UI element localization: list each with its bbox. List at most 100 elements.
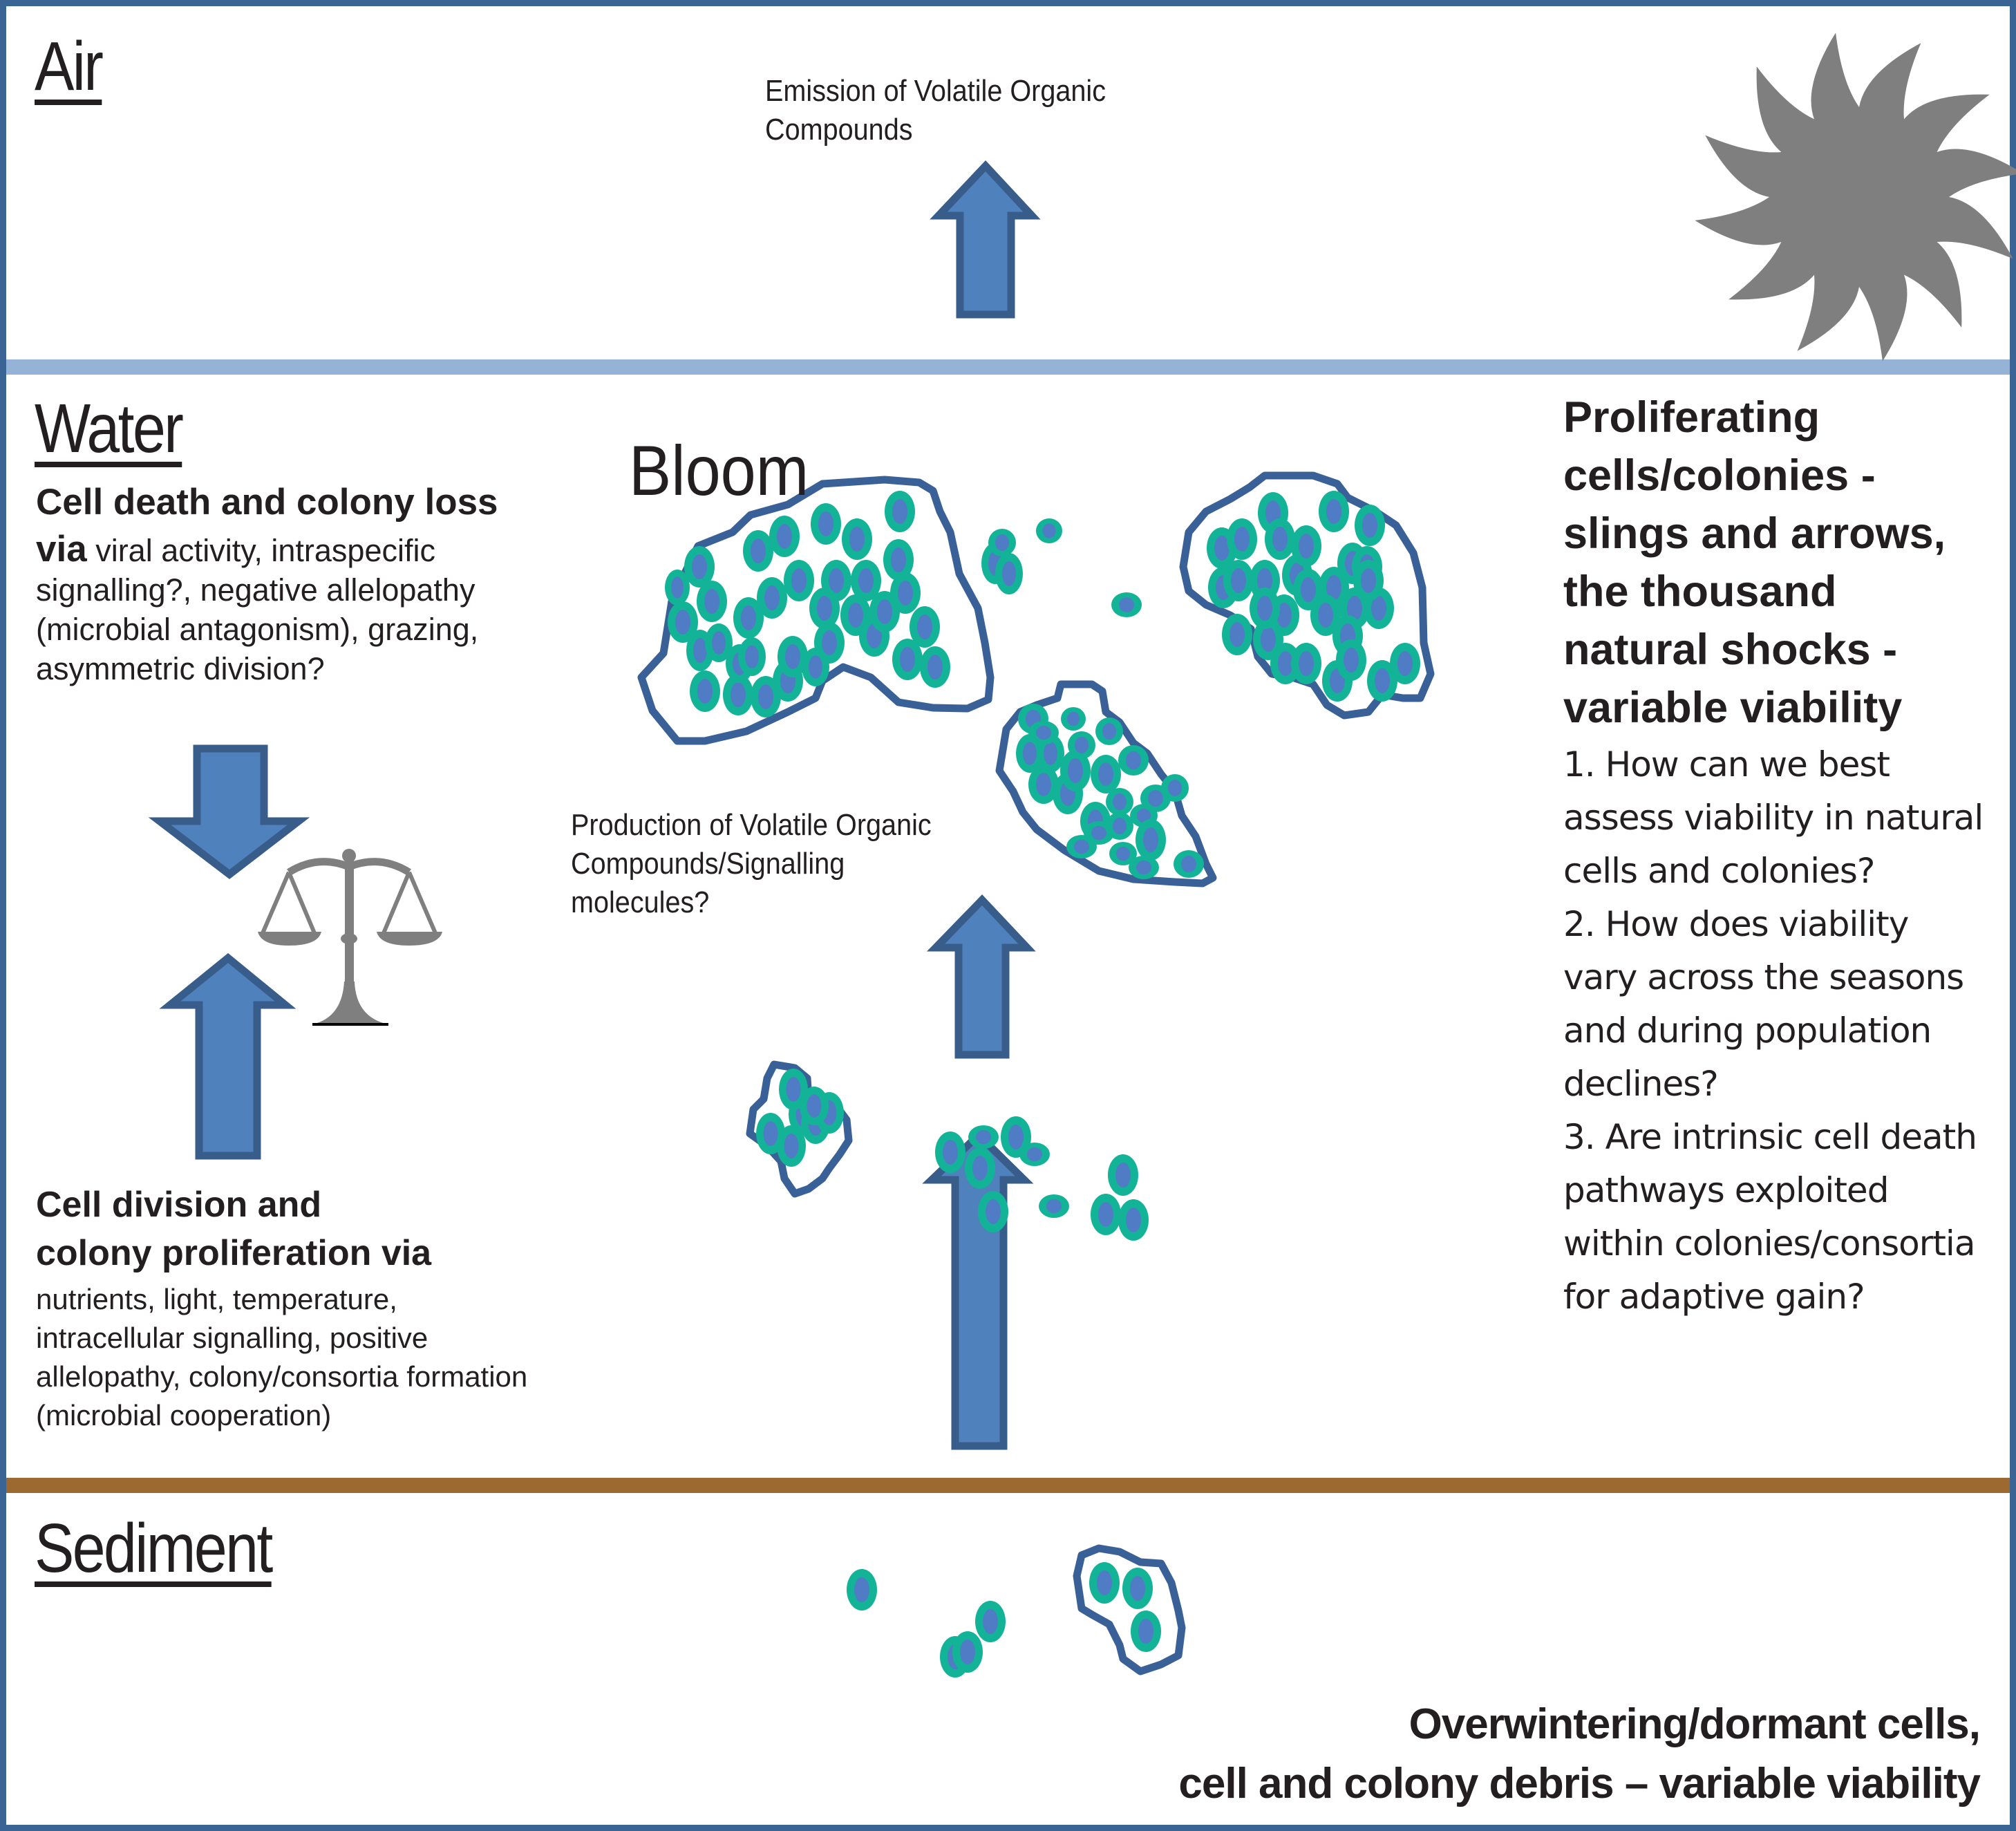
cell bbox=[965, 1147, 995, 1189]
research-question: 3. Are intrinsic cell death pathways exp… bbox=[1563, 1117, 1977, 1317]
cell bbox=[920, 646, 950, 688]
cell bbox=[1091, 1194, 1121, 1235]
cell-death-heading: Cell death and colony loss bbox=[36, 482, 498, 523]
cell bbox=[1095, 717, 1123, 745]
cell bbox=[952, 1631, 983, 1673]
production-label-line: molecules? bbox=[571, 885, 710, 919]
cell bbox=[1136, 819, 1166, 861]
cell bbox=[778, 636, 808, 677]
cell bbox=[757, 577, 787, 619]
production-label: Production of Volatile Organic Compounds… bbox=[571, 806, 1006, 922]
overwintering-label: Overwintering/dormant cells, cell and co… bbox=[1178, 1695, 1981, 1814]
overwintering-label-line: Overwintering/dormant cells, bbox=[1409, 1700, 1981, 1748]
cell-division-heading: Cell division and colony proliferation v… bbox=[36, 1181, 534, 1277]
proliferating-heading: Proliferating cells/colonies - slings an… bbox=[1563, 393, 1946, 732]
cell bbox=[1118, 745, 1149, 776]
cell bbox=[1222, 614, 1252, 655]
arrow-down-death bbox=[148, 744, 310, 879]
cell bbox=[1310, 594, 1341, 636]
cell bbox=[883, 539, 914, 581]
cell bbox=[1253, 619, 1283, 660]
cell bbox=[1039, 1194, 1069, 1218]
colony-outline bbox=[995, 680, 1217, 888]
cell bbox=[1108, 1154, 1138, 1196]
cell bbox=[975, 1601, 1006, 1642]
cell bbox=[1091, 755, 1121, 794]
cell bbox=[1028, 765, 1059, 804]
cell bbox=[802, 648, 829, 686]
cell bbox=[869, 591, 900, 632]
cell bbox=[1250, 588, 1280, 629]
production-label-line: Production of Volatile Organic bbox=[571, 808, 932, 842]
cell bbox=[665, 570, 690, 605]
cell bbox=[769, 516, 800, 557]
cell bbox=[684, 546, 715, 588]
zone-title-water: Water bbox=[35, 390, 184, 467]
cell bbox=[1109, 842, 1137, 865]
cell-division-heading-line: colony proliferation via bbox=[36, 1233, 432, 1273]
cell bbox=[1336, 639, 1366, 681]
cell bbox=[1106, 788, 1133, 816]
cell bbox=[910, 606, 940, 648]
colony-outline bbox=[1179, 471, 1435, 720]
proliferating-block: Proliferating cells/colonies - slings an… bbox=[1563, 388, 1992, 1324]
cell bbox=[756, 1113, 785, 1154]
cells bbox=[665, 491, 1420, 1678]
cell bbox=[1131, 1611, 1161, 1652]
cell bbox=[1084, 821, 1114, 845]
cell bbox=[1129, 856, 1159, 879]
cell bbox=[1060, 750, 1091, 791]
colonies bbox=[637, 471, 1435, 1675]
cell bbox=[892, 639, 923, 680]
cell bbox=[723, 674, 753, 715]
cell-death-via: via bbox=[36, 529, 87, 570]
cell bbox=[1291, 525, 1321, 567]
sun-icon bbox=[1695, 32, 2016, 361]
emission-label-line: Emission of Volatile Organic bbox=[765, 74, 1106, 108]
cell bbox=[705, 623, 733, 662]
cell bbox=[842, 518, 872, 560]
cell bbox=[1367, 660, 1397, 702]
research-questions: 1. How can we best assess viability in n… bbox=[1563, 738, 1992, 1324]
cell bbox=[885, 491, 915, 532]
cell bbox=[1111, 592, 1142, 617]
cell bbox=[1265, 518, 1295, 560]
arrow-up-emission bbox=[930, 160, 1041, 319]
cell bbox=[800, 1087, 829, 1125]
cell bbox=[1174, 850, 1204, 878]
cell bbox=[935, 1132, 965, 1173]
cell-division-heading-line: Cell division and bbox=[36, 1185, 322, 1225]
colony-outline bbox=[637, 476, 995, 745]
arrow-up-division bbox=[159, 952, 296, 1160]
cell-division-body: nutrients, light, temperature, intracell… bbox=[36, 1283, 528, 1431]
cell bbox=[1227, 518, 1257, 560]
cell bbox=[1122, 1568, 1153, 1609]
cell-death-body: viral activity, intraspecific signalling… bbox=[36, 533, 479, 686]
cell bbox=[1353, 560, 1384, 601]
cell bbox=[995, 553, 1023, 594]
cell bbox=[690, 670, 720, 712]
emission-label: Emission of Volatile Organic Compounds bbox=[765, 72, 1213, 149]
production-label-line: Compounds/Signalling bbox=[571, 847, 845, 881]
cell bbox=[1118, 1199, 1149, 1241]
cell bbox=[988, 529, 1016, 556]
cell bbox=[738, 637, 766, 676]
cell bbox=[784, 560, 814, 601]
cell bbox=[890, 572, 921, 614]
cell bbox=[1068, 731, 1095, 759]
zone-title-sediment: Sediment bbox=[35, 1510, 273, 1587]
cell bbox=[1319, 491, 1349, 532]
cell bbox=[1019, 1143, 1050, 1166]
cell bbox=[811, 503, 841, 545]
overwintering-label-line: cell and colony debris – variable viabil… bbox=[1178, 1760, 1981, 1807]
cell bbox=[1036, 518, 1062, 543]
cell bbox=[1089, 1562, 1120, 1604]
cell bbox=[1061, 707, 1086, 731]
cell bbox=[733, 597, 764, 639]
arrow-up-to-bloom bbox=[926, 894, 1036, 1059]
cell-death-block: Cell death and colony loss via viral act… bbox=[36, 477, 561, 688]
colony-outline bbox=[1073, 1544, 1186, 1675]
cell bbox=[697, 581, 727, 622]
cell bbox=[668, 601, 698, 643]
